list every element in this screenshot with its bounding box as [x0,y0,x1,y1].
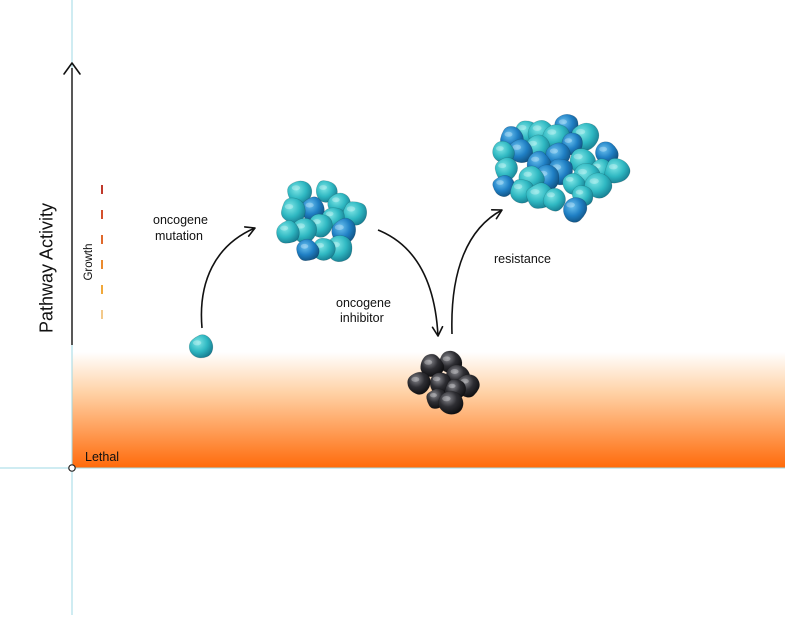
single-cell-icon [188,334,214,359]
cell-highlight [599,146,607,152]
cell-highlight [498,163,507,169]
cell-highlight [334,224,344,231]
cell-highlight [518,124,527,131]
cell-highlight [566,202,575,208]
cell-blob [438,390,464,415]
cell-blob [296,238,320,262]
cell-highlight [575,189,584,195]
cell-blob [542,187,566,212]
inhibitor-arrow [377,229,444,337]
mutation-arrow [200,226,256,329]
treated-cluster-icon [407,350,480,415]
cell-highlight [305,202,314,208]
cell-highlight [432,376,441,382]
resistant-cluster-icon [492,114,631,223]
mutation-label-line1: oncogene [153,213,208,227]
cell-highlight [300,243,309,249]
cell-highlight [442,356,451,362]
cell-highlight [530,189,540,195]
cell-highlight [547,129,557,135]
cell-highlight [411,376,420,382]
cell-highlight [442,396,451,402]
cell-highlight [576,128,586,135]
y-axis-label: Pathway Activity [36,202,57,334]
cell-highlight [346,206,356,212]
cell-highlight [192,340,202,346]
cell-highlight [589,178,599,185]
resistance-label: resistance [494,252,551,266]
cell-highlight [316,242,324,248]
cell-highlight [291,185,301,191]
mutation-label-line2: mutation [155,229,203,243]
cell-highlight [513,183,523,190]
cell-blob [276,220,300,244]
cell-highlight [528,140,538,146]
cell-highlight [608,164,618,170]
cell-highlight [280,225,289,231]
inhibitor-label-line1: oncogene [336,296,391,310]
cell-highlight [312,219,321,225]
y-axis-arrowhead [63,62,81,75]
cell-highlight [512,144,522,150]
cell-highlight [429,393,437,398]
cell-highlight [523,171,532,177]
cell-highlight [504,131,513,137]
cell-highlight [564,138,573,144]
cell-highlight [448,383,456,389]
cell-highlight [546,192,555,198]
cell-highlight [531,156,540,162]
cell-highlight [573,153,583,160]
cell-blob [188,334,214,359]
origin-marker [68,464,76,472]
cell-highlight [565,176,574,182]
cell-highlight [332,197,340,203]
inhibitor-label-line2: inhibitor [340,311,384,325]
cell-blob [494,157,518,182]
lethal-label: Lethal [85,450,120,464]
cell-highlight [578,168,587,175]
cell-highlight [319,185,327,190]
cell-highlight [424,359,433,365]
cell-cluster-icon [276,180,368,262]
cell-highlight [496,146,504,151]
cell-highlight [296,223,306,229]
resistance-arrow [451,208,503,335]
cell-highlight [450,369,459,374]
growth-label: Growth [83,243,95,281]
cell-blob [563,197,588,223]
cell-blob [407,371,431,395]
cell-highlight [284,204,294,210]
cell-highlight [325,211,334,217]
cell-highlight [496,180,504,185]
cell-highlight [532,125,542,131]
cell-highlight [549,148,559,154]
cell-highlight [558,119,568,125]
